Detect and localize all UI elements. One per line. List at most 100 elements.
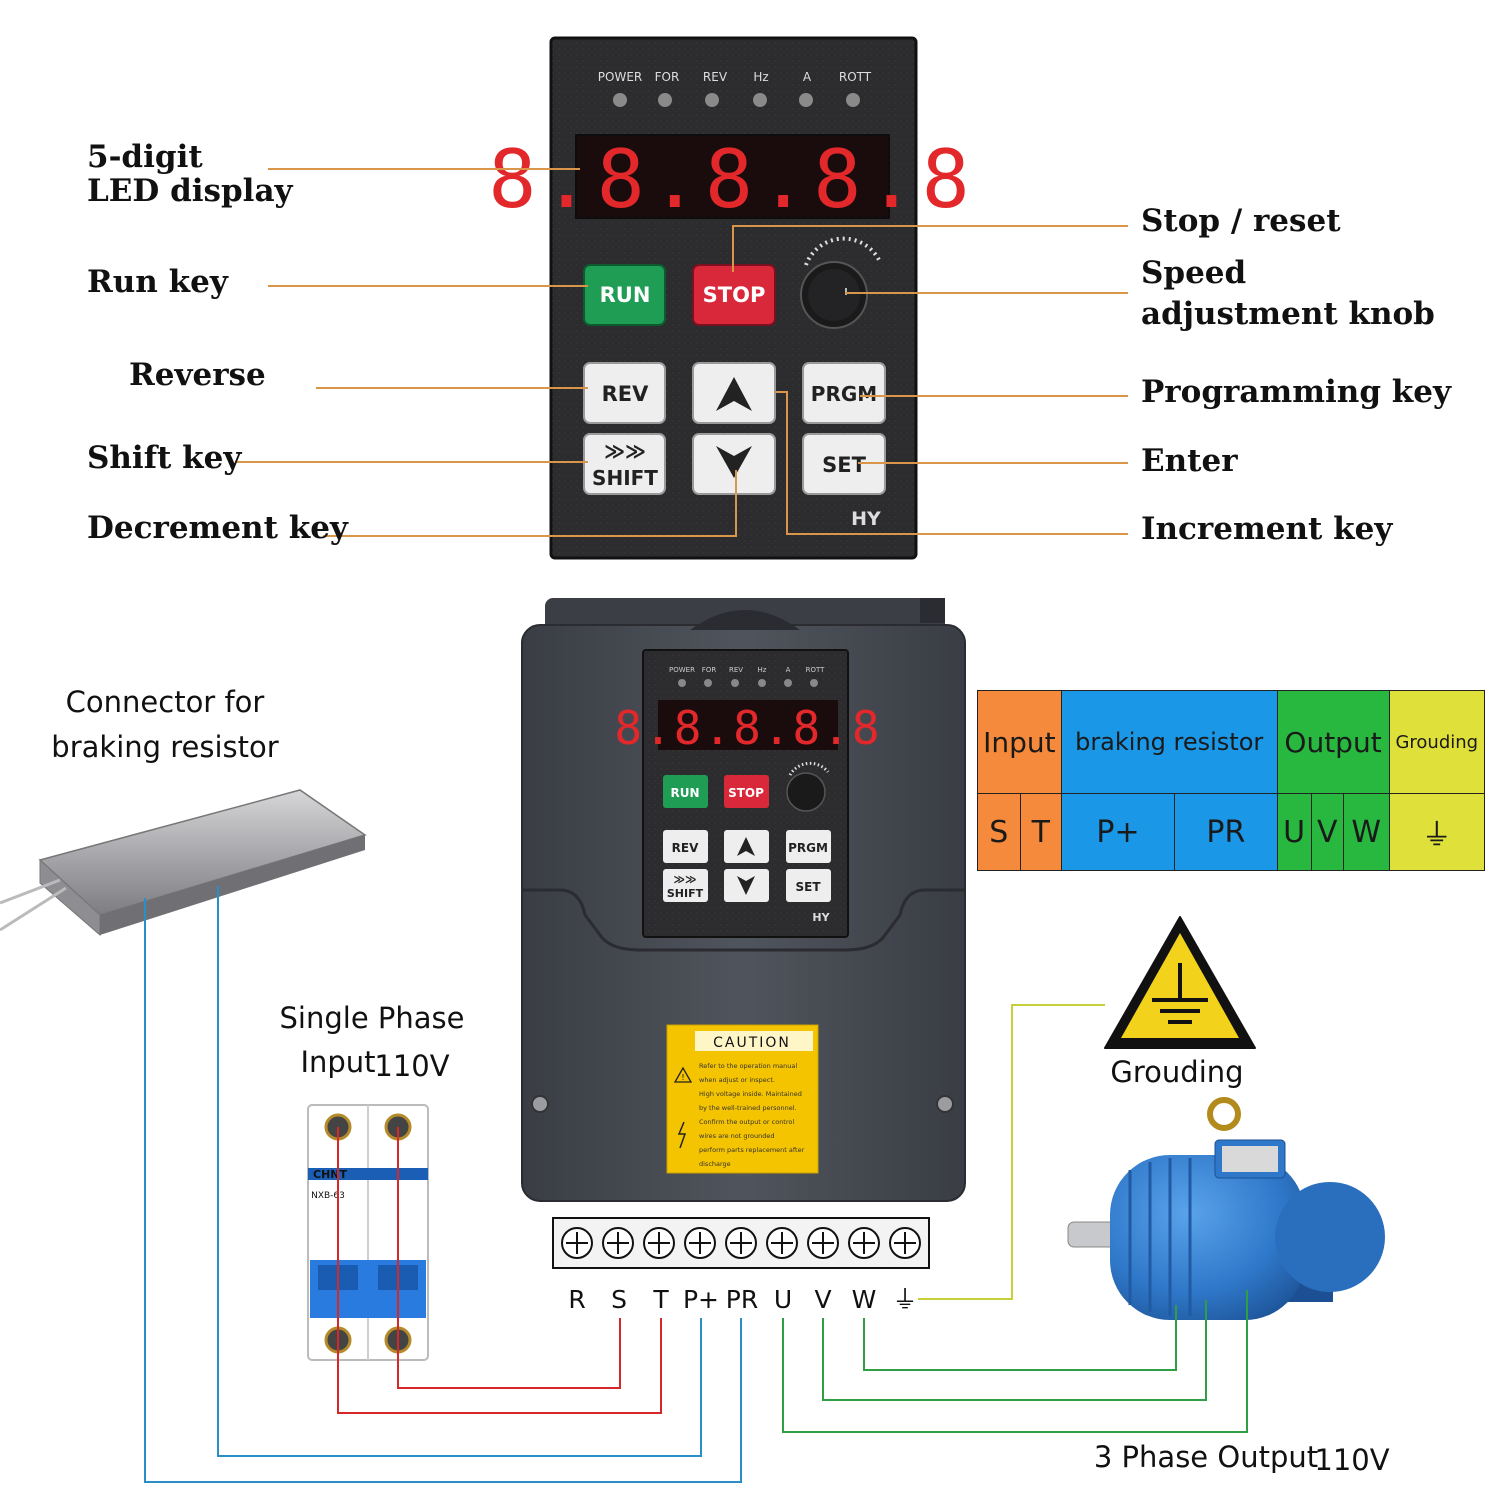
label-led-display-1: 5-digit bbox=[87, 139, 203, 175]
terminal-r: R bbox=[568, 1285, 585, 1314]
electric-motor bbox=[1067, 1097, 1385, 1320]
breaker-model: NXB-63 bbox=[311, 1191, 345, 1201]
table-header-braking: braking resistor bbox=[1060, 690, 1278, 794]
wires bbox=[144, 886, 1248, 1483]
caution-line-1: Refer to the operation manual bbox=[699, 1062, 797, 1070]
down-arrow-icon bbox=[716, 446, 752, 478]
mini-rev-label: REV bbox=[672, 841, 699, 855]
table-cell-ground-icon: ⏚ bbox=[1388, 793, 1486, 871]
terminal-t: T bbox=[652, 1285, 669, 1314]
mini-shift-label: SHIFT bbox=[667, 887, 704, 900]
label-reverse: Reverse bbox=[129, 357, 266, 393]
mini-indicator-power: POWER bbox=[669, 666, 695, 674]
label-programming-key: Programming key bbox=[1141, 374, 1452, 410]
run-button[interactable] bbox=[583, 264, 666, 326]
callout-leaders bbox=[236, 168, 1128, 537]
terminal-labels: R S T P+ PR U V W ⏚ bbox=[568, 1285, 917, 1314]
caution-line-4: by the well-trained personnel. bbox=[699, 1104, 797, 1112]
indicator-rev: REV bbox=[703, 70, 728, 84]
label-shift-key: Shift key bbox=[87, 440, 242, 476]
terminal-p-plus: P+ bbox=[683, 1285, 719, 1314]
brand-logo: HY bbox=[851, 508, 881, 530]
housing-keypad: POWER FOR REV Hz A ROTT 8.8.8.8.8 RUN ST… bbox=[614, 649, 881, 938]
label-enter: Enter bbox=[1141, 443, 1238, 479]
label-run-key: Run key bbox=[87, 264, 229, 300]
caution-label: CAUTION ! Refer to the operation manual … bbox=[666, 1024, 819, 1174]
caution-line-5: Confirm the output or control bbox=[699, 1118, 794, 1126]
terminal-table: Input braking resistor Output Grouding S… bbox=[977, 690, 1486, 871]
run-button-label: RUN bbox=[600, 283, 651, 307]
mini-indicator-for: FOR bbox=[702, 666, 717, 674]
table-cell-p-plus: P+ bbox=[1060, 793, 1176, 871]
mini-indicator-rott: ROTT bbox=[806, 666, 826, 674]
braking-resistor bbox=[0, 789, 367, 937]
led-display bbox=[575, 134, 890, 219]
set-button-label: SET bbox=[822, 453, 866, 477]
circuit-breaker: CHNT NXB-63 bbox=[307, 1104, 429, 1361]
grounding-warning-icon bbox=[1104, 916, 1256, 1049]
indicator-leds bbox=[613, 93, 860, 107]
caution-title: CAUTION bbox=[713, 1035, 791, 1051]
indicator-hz: Hz bbox=[753, 70, 768, 84]
rev-button[interactable] bbox=[583, 362, 666, 424]
label-single-phase-1: Single Phase bbox=[280, 1001, 465, 1035]
mini-set-label: SET bbox=[795, 880, 821, 894]
terminal-block bbox=[552, 1217, 930, 1269]
breaker-brand: CHNT bbox=[313, 1168, 347, 1181]
stop-button-label: STOP bbox=[703, 283, 766, 307]
up-arrow-icon bbox=[716, 377, 752, 411]
high-voltage-icon bbox=[677, 1121, 687, 1149]
mini-led-digits: 8.8.8.8.8 bbox=[614, 701, 881, 755]
table-header-output: Output bbox=[1276, 690, 1390, 794]
terminal-pr: PR bbox=[726, 1285, 758, 1314]
label-increment-key: Increment key bbox=[1141, 511, 1393, 547]
label-decrement-key: Decrement key bbox=[87, 510, 349, 546]
label-three-phase: 3 Phase Output bbox=[1094, 1440, 1318, 1474]
indicator-labels: POWER FOR REV Hz A ROTT bbox=[598, 70, 872, 84]
table-cell-s: S bbox=[977, 793, 1021, 871]
terminal-ground-icon: ⏚ bbox=[892, 1285, 917, 1314]
mini-stop-label: STOP bbox=[728, 786, 764, 800]
shift-button-label: SHIFT bbox=[592, 466, 658, 490]
prgm-button[interactable] bbox=[802, 362, 886, 424]
label-led-display-2: LED display bbox=[87, 173, 294, 209]
warning-icon bbox=[673, 1066, 693, 1083]
table-cell-pr: PR bbox=[1174, 793, 1278, 871]
shift-arrows-icon: ≫≫ bbox=[604, 439, 646, 463]
mini-indicator-a: A bbox=[786, 666, 791, 674]
terminal-u: U bbox=[774, 1285, 792, 1314]
label-speed-knob-2: adjustment knob bbox=[1141, 296, 1435, 332]
terminal-w: W bbox=[852, 1285, 877, 1314]
table-cell-v: V bbox=[1310, 793, 1344, 871]
table-cell-t: T bbox=[1019, 793, 1062, 871]
indicator-a: A bbox=[803, 70, 812, 84]
table-header-grounding: Grouding bbox=[1388, 690, 1486, 794]
caution-line-3: High voltage inside. Maintained bbox=[699, 1090, 802, 1098]
mini-indicator-hz: Hz bbox=[758, 666, 767, 674]
indicator-power: POWER bbox=[598, 70, 642, 84]
indicator-rott: ROTT bbox=[839, 70, 872, 84]
label-grounding: Grouding bbox=[1110, 1055, 1243, 1089]
terminal-v: V bbox=[814, 1285, 831, 1314]
caution-line-2: when adjust or inspect. bbox=[699, 1076, 775, 1084]
mini-brand-logo: HY bbox=[812, 911, 830, 924]
shift-button[interactable] bbox=[583, 433, 666, 495]
table-cell-u: U bbox=[1276, 793, 1312, 871]
mini-indicator-rev: REV bbox=[729, 666, 743, 674]
mini-prgm-label: PRGM bbox=[788, 841, 828, 855]
callout-labels: 5-digit LED display Run key Reverse Shif… bbox=[87, 139, 1452, 547]
caution-line-8: discharge bbox=[699, 1160, 731, 1168]
caution-line-7: perform parts replacement after bbox=[699, 1146, 805, 1154]
caution-line-6: wires are not grounded bbox=[699, 1132, 775, 1140]
prgm-button-label: PRGM bbox=[811, 382, 877, 406]
label-single-phase-voltage: 110V bbox=[374, 1049, 449, 1083]
mini-run-label: RUN bbox=[670, 786, 699, 800]
table-cell-w: W bbox=[1342, 793, 1390, 871]
label-braking-connector-2: braking resistor bbox=[51, 730, 278, 764]
mini-shift-arrows: ≫≫ bbox=[673, 873, 696, 886]
keypad-panel: POWER FOR REV Hz A ROTT 8.8.8.8.8 RUN ST… bbox=[488, 36, 970, 560]
rev-button-label: REV bbox=[602, 382, 650, 406]
speed-knob[interactable] bbox=[800, 236, 882, 329]
